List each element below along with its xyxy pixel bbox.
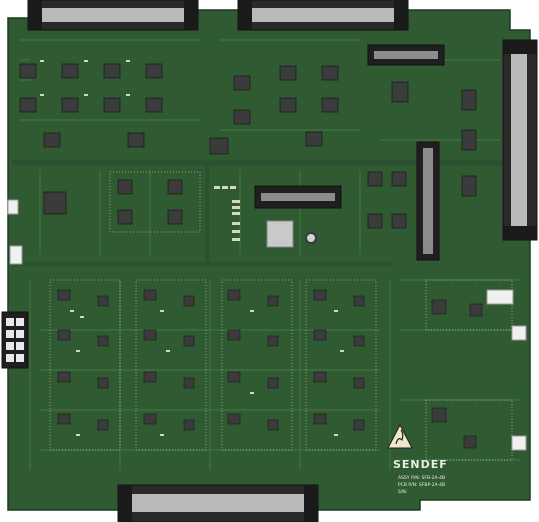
right-white-connector-2 bbox=[511, 325, 527, 341]
top-header bbox=[367, 44, 445, 66]
left-white-connector-2 bbox=[7, 199, 19, 215]
right-white-connector-3 bbox=[511, 435, 527, 451]
ic-cluster-middle bbox=[43, 171, 407, 229]
bottom-connector bbox=[117, 484, 319, 522]
assy-part-number: ASSY P/N: SFB-2A-4B bbox=[398, 475, 445, 481]
channel-blocks bbox=[57, 289, 483, 449]
silkscreen-outlines bbox=[49, 171, 513, 461]
esd-warning-icon bbox=[387, 423, 413, 449]
pcb-part-number: PCB P/N: SFBP-2A-4B bbox=[398, 482, 445, 488]
ic-cluster-top-left bbox=[19, 63, 477, 197]
brand-logo-text: SENDEF bbox=[393, 458, 448, 471]
left-edge-connector bbox=[1, 311, 29, 369]
top-right-connector bbox=[237, 0, 409, 31]
right-vertical-connector bbox=[502, 39, 538, 241]
center-header bbox=[254, 185, 342, 209]
passive-components bbox=[40, 60, 344, 436]
middle-vertical-header bbox=[416, 141, 440, 261]
mounting-hole bbox=[305, 232, 317, 244]
left-white-connector bbox=[9, 245, 23, 265]
top-left-connector bbox=[27, 0, 199, 31]
test-pad bbox=[266, 220, 294, 248]
right-white-connector-1 bbox=[486, 289, 514, 305]
serial-number-label: S/N: bbox=[398, 489, 407, 495]
pcb-substrate bbox=[7, 9, 531, 511]
